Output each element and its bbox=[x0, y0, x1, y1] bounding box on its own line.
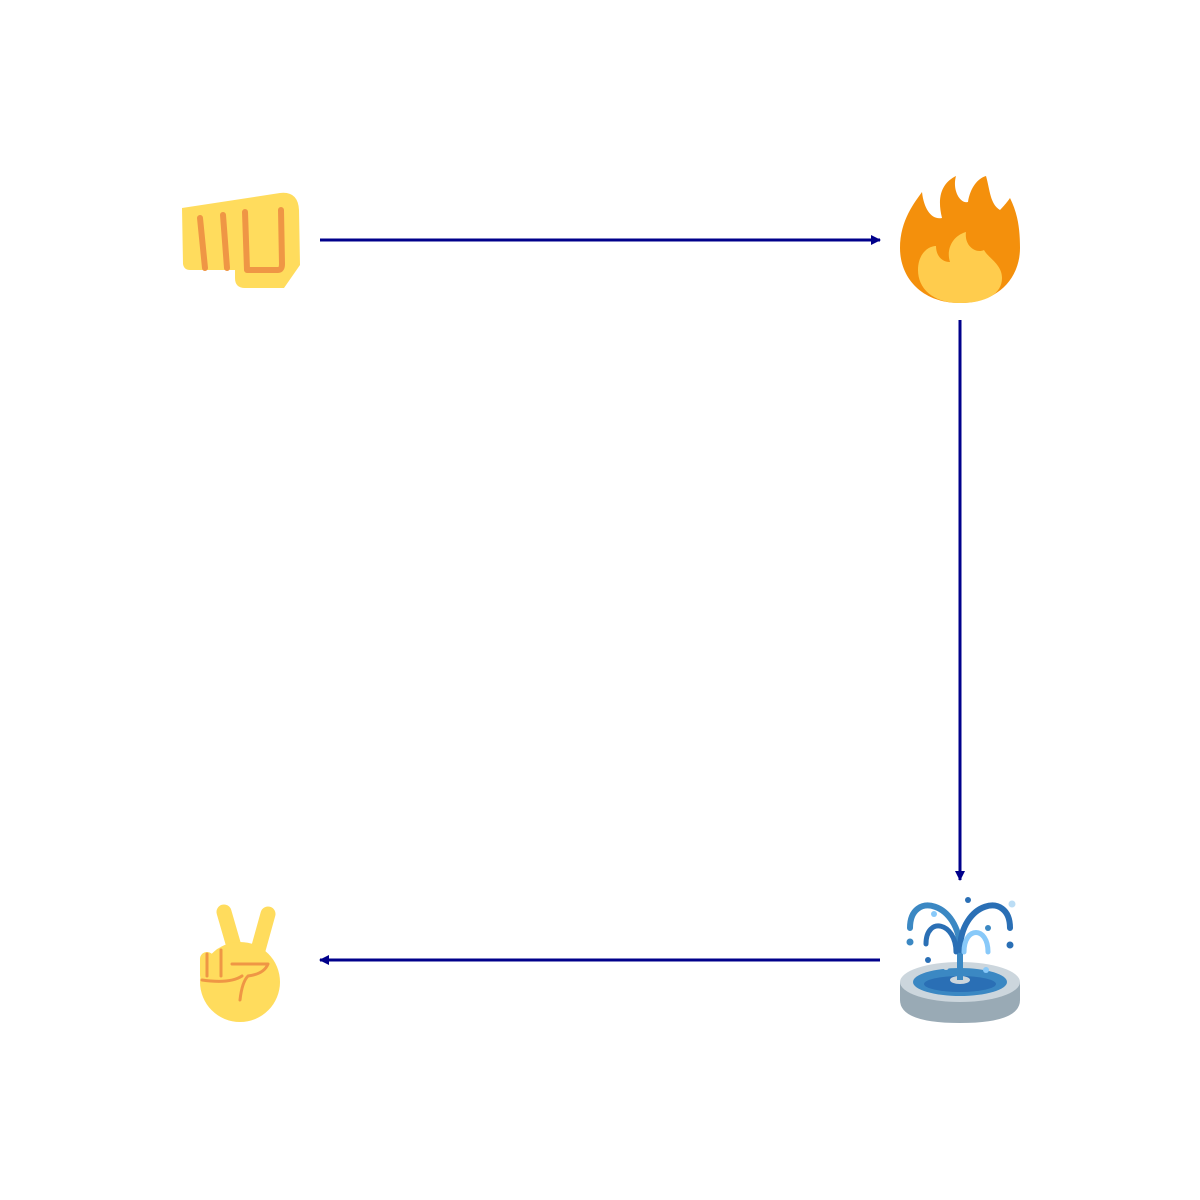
oncoming-fist-icon bbox=[182, 192, 300, 288]
node-fist bbox=[182, 192, 300, 288]
node-fire bbox=[900, 176, 1020, 303]
node-victory bbox=[200, 904, 280, 1022]
fire-icon bbox=[900, 176, 1020, 303]
fountain-icon bbox=[900, 897, 1020, 1023]
edges bbox=[319, 235, 965, 965]
victory-hand-icon bbox=[200, 904, 280, 1022]
node-fountain bbox=[900, 897, 1020, 1023]
